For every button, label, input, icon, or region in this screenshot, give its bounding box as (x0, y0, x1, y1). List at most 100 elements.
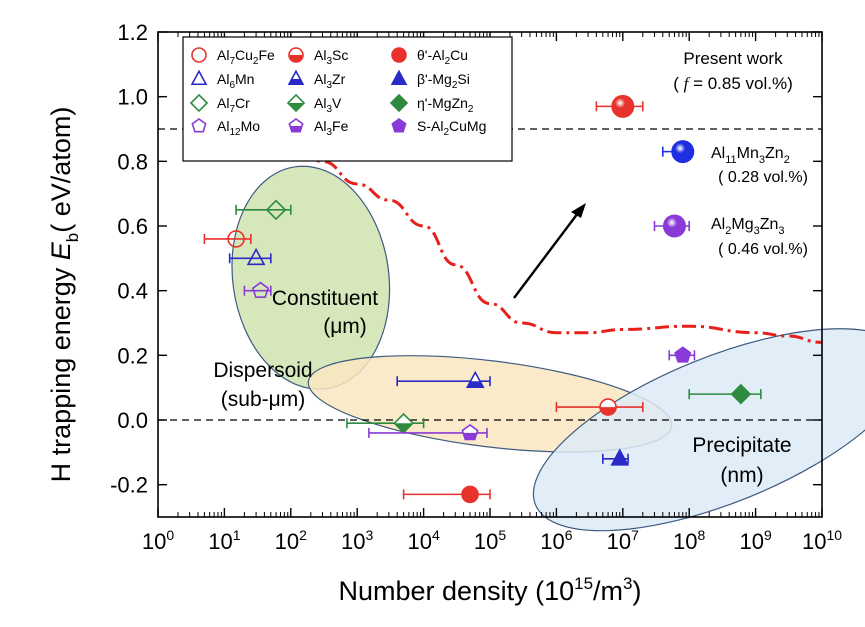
data-point-9 (610, 448, 630, 466)
legend-label-10: η'-MgZn2 (417, 95, 474, 115)
legend-marker-4 (288, 47, 304, 63)
data-point-2 (265, 199, 287, 221)
present-work-title: Present work (683, 49, 783, 68)
x-tick-label: 1010 (802, 527, 842, 554)
legend-label-2: Al7Cr (217, 95, 250, 115)
data-points (203, 94, 762, 504)
y-axis-title: H trapping energy Eb( eV/atom) (46, 107, 82, 483)
legend-marker-8-shape (391, 47, 407, 63)
x-tick-label: 100 (142, 527, 174, 554)
legend-label-6: Al3V (314, 95, 342, 115)
legend-label-11: S-Al2CuMg (417, 118, 486, 138)
boundary-curve-line (275, 140, 823, 344)
data-point-2-shape (265, 199, 287, 221)
data-point-8-shape (461, 485, 479, 504)
legend: Al7Cu2FeAl6MnAl7CrAl12MoAl3ScAl3ZrAl3VAl… (182, 36, 513, 162)
legend-marker-9-shape (390, 69, 408, 86)
y-tick-label: -0.2 (110, 473, 148, 498)
legend-marker-0 (191, 47, 207, 63)
region-label-dispersoid: Dispersoid (213, 359, 312, 382)
data-point-0-shape (227, 230, 245, 248)
legend-label-9: β'-Mg2Si (417, 71, 470, 91)
legend-label-3: Al12Mo (217, 118, 260, 138)
legend-marker-9 (390, 69, 408, 86)
region-label-precipitate: Precipitate (692, 434, 791, 457)
region-label-constituent: Constituent (272, 287, 378, 310)
legend-marker-10-shape (389, 93, 409, 113)
data-point-11 (674, 346, 692, 363)
y-tick-label: 0.4 (117, 279, 148, 304)
region-precipitate (532, 328, 865, 532)
chart-annotations: Constituent (μm) Dispersoid (sub-μm) Pre… (213, 49, 808, 487)
present-work-point-1-sphere (671, 140, 695, 164)
y-tick-label: 0.6 (117, 214, 148, 239)
mn-phase-label: Al11Mn3Zn2 (711, 145, 790, 166)
legend-label-7: Al3Fe (314, 118, 349, 138)
x-tick-label: 108 (673, 527, 705, 554)
x-tick-label: 109 (739, 527, 771, 554)
legend-label-8: θ'-Al2Cu (417, 47, 468, 67)
data-point-4 (599, 398, 617, 416)
x-tick-label: 104 (407, 527, 439, 554)
legend-label-0: Al7Cu2Fe (217, 47, 275, 67)
legend-marker-6 (286, 93, 306, 113)
legend-marker-6-half-fill (287, 103, 305, 112)
legend-box (182, 36, 513, 162)
legend-marker-3-shape (191, 118, 207, 133)
region-label-precipitate-size: (nm) (720, 464, 763, 487)
y-tick-label: 0.2 (117, 343, 148, 368)
data-point-8 (461, 485, 479, 504)
present-work-fraction: ( f = 0.85 vol.%) (673, 74, 793, 93)
legend-marker-1-shape (190, 69, 208, 86)
legend-marker-4-half-fill (288, 55, 304, 63)
y-tick-label: 0.8 (117, 149, 148, 174)
y-tick-label: 1.0 (117, 85, 148, 110)
mn-phase-fraction: ( 0.28 vol.%) (718, 169, 808, 186)
data-point-7 (461, 423, 479, 441)
mg-phase-fraction: ( 0.46 vol.%) (718, 241, 808, 258)
boundary-curve (275, 140, 823, 344)
data-point-9-shape (610, 448, 630, 466)
x-tick-label: 101 (208, 527, 240, 554)
trend-arrow (513, 203, 586, 299)
data-point-7-half-fill (462, 432, 478, 440)
data-point-5-half-fill (466, 381, 485, 388)
legend-marker-10 (389, 93, 409, 113)
legend-marker-11 (391, 118, 407, 133)
x-tick-label: 103 (341, 527, 373, 554)
data-point-10-shape (730, 383, 752, 405)
data-point-3-shape (251, 281, 270, 298)
data-point-5 (465, 370, 485, 389)
present-work-point-0-sphere (611, 94, 635, 118)
legend-marker-11-shape (391, 118, 407, 133)
data-point-1-shape (246, 247, 266, 266)
x-tick-label: 107 (607, 527, 639, 554)
y-tick-label: 0.0 (117, 408, 148, 433)
legend-marker-5 (287, 69, 305, 86)
trend-arrow-line (513, 212, 579, 299)
data-point-1 (246, 247, 266, 266)
legend-marker-0-shape (191, 47, 207, 63)
present-work-point-2-sphere (662, 214, 686, 238)
legend-label-1: Al6Mn (217, 71, 254, 91)
y-tick-label: 1.2 (117, 20, 148, 45)
x-tick-label: 105 (474, 527, 506, 554)
data-point-3 (251, 281, 270, 298)
x-tick-label: 106 (540, 527, 572, 554)
trend-arrow-head (571, 203, 586, 218)
legend-marker-7 (288, 118, 304, 133)
legend-marker-8 (391, 47, 407, 63)
legend-marker-2-shape (189, 93, 209, 113)
legend-marker-1 (190, 69, 208, 86)
x-axis-title: Number density (1015/m3) (339, 574, 642, 606)
data-point-10 (730, 383, 752, 405)
data-point-11-shape (674, 346, 692, 363)
legend-marker-5-half-fill (288, 79, 304, 85)
region-label-dispersoid-size: (sub-μm) (221, 388, 305, 411)
legend-marker-2 (189, 93, 209, 113)
region-label-constituent-size: (μm) (323, 315, 367, 338)
x-tick-label: 102 (275, 527, 307, 554)
legend-label-4: Al3Sc (314, 47, 348, 67)
legend-marker-7-half-fill (289, 126, 303, 133)
